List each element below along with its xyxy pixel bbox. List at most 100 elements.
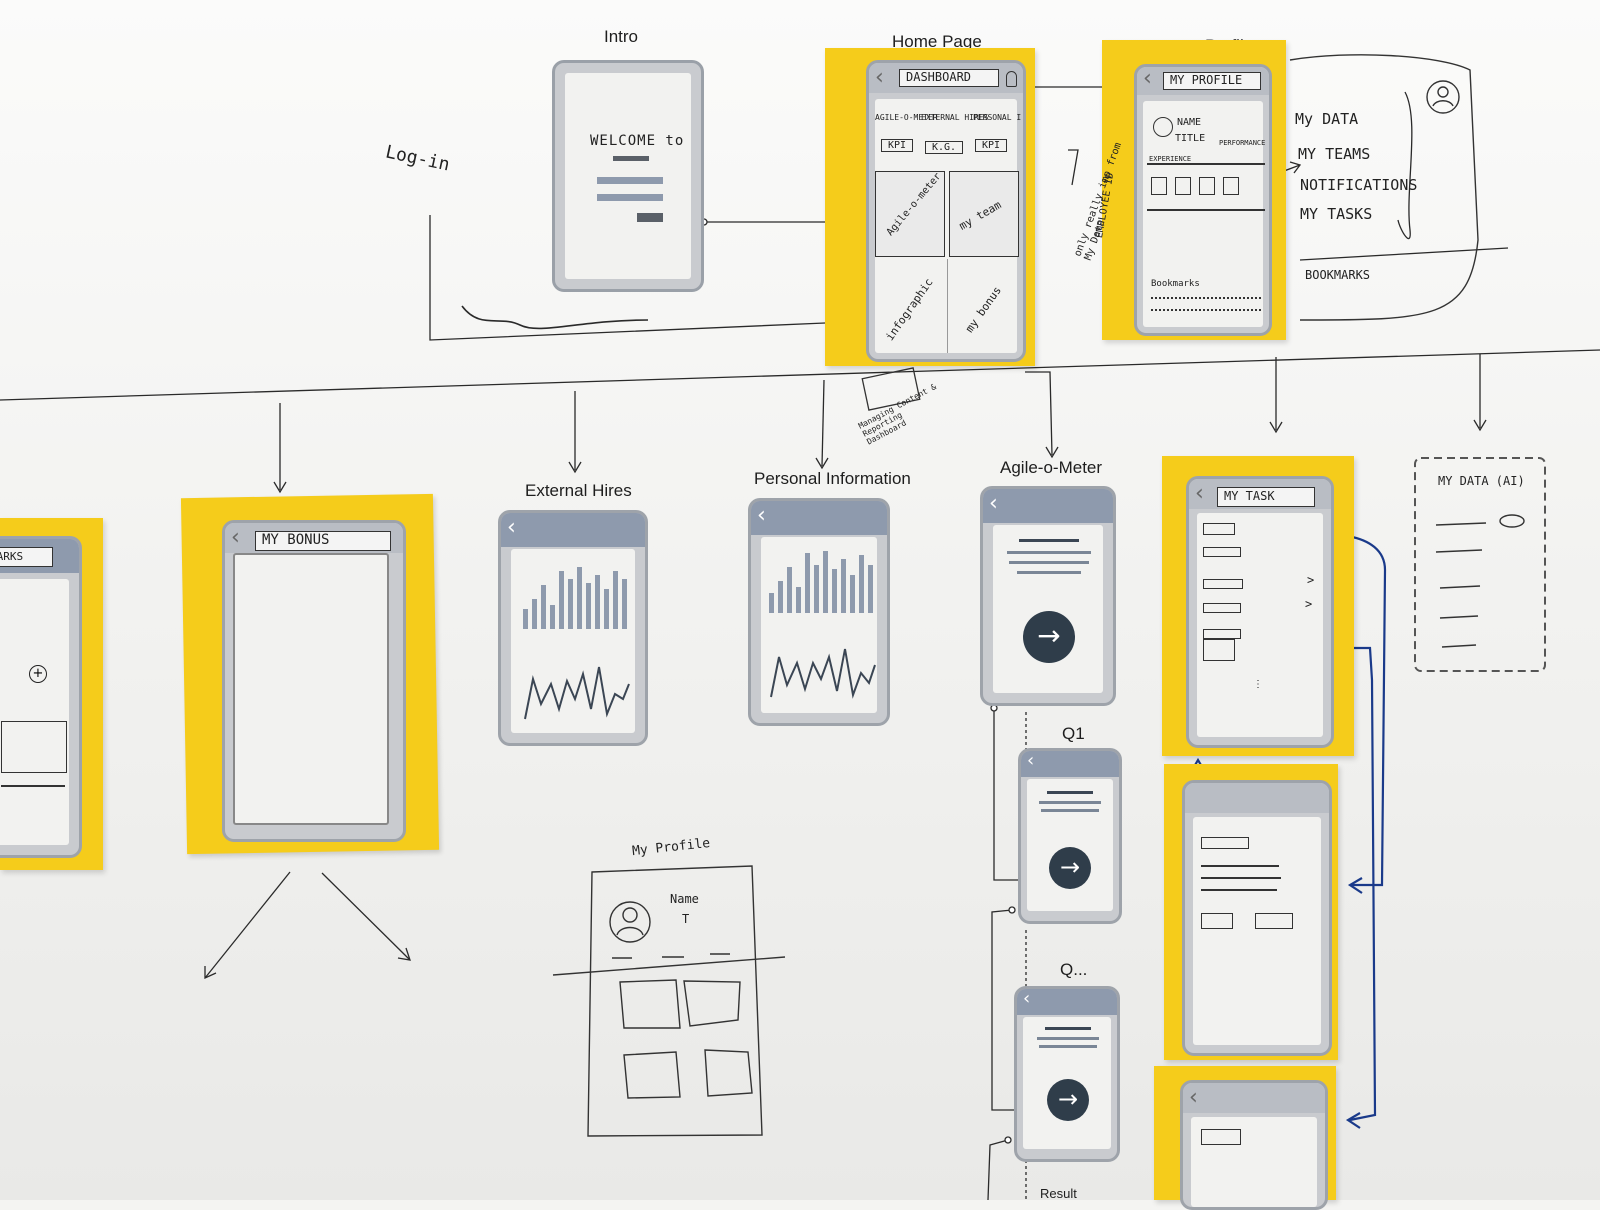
back-icon[interactable]: ‹: [1195, 481, 1204, 506]
agile-text-line: [1007, 551, 1091, 554]
detail-line: [1201, 877, 1281, 879]
detail-line: [1201, 837, 1249, 849]
q-more-screen[interactable]: ‹ →: [1014, 986, 1120, 1162]
partial-screen[interactable]: MARKS +: [0, 536, 82, 858]
profile-divider: [1147, 163, 1265, 165]
personal-information-screen[interactable]: ‹: [748, 498, 890, 726]
bottom-task-bar: [1183, 1083, 1325, 1113]
personal-information-body: [761, 537, 877, 713]
dashboard-screen[interactable]: ‹ DASHBOARD AGILE-O-METER EXTERNAL HIRES…: [866, 60, 1026, 362]
back-icon[interactable]: ‹: [1189, 1085, 1198, 1110]
my-profile-sketch-title: T: [682, 912, 690, 926]
profile-screen[interactable]: ‹ MY PROFILE NAME TITLE EXPERIENCE PERFO…: [1134, 64, 1272, 336]
task-row[interactable]: [1203, 639, 1235, 661]
external-hires-body: [511, 549, 635, 733]
back-icon[interactable]: ‹: [989, 491, 998, 516]
intro-screen-body: [565, 73, 691, 279]
card-my-team[interactable]: [949, 171, 1019, 257]
more-dots-icon: ⋮: [1253, 679, 1263, 690]
q1-screen[interactable]: ‹ →: [1018, 748, 1122, 924]
profile-name: NAME: [1177, 117, 1202, 128]
bar-chart-graphic: [769, 551, 876, 699]
q1-line: [1039, 801, 1101, 804]
bottom-task-body: [1191, 1117, 1317, 1207]
intro-field: [597, 194, 663, 201]
profile-box[interactable]: [1223, 177, 1239, 195]
agile-o-meter-screen[interactable]: ‹ →: [980, 486, 1116, 706]
task-row[interactable]: [1203, 603, 1241, 613]
back-icon[interactable]: ‹: [875, 65, 884, 90]
intro-login-button[interactable]: [637, 213, 663, 222]
my-task-screen[interactable]: ‹ MY TASK > > ⋮: [1186, 476, 1334, 748]
bottom-task-screen[interactable]: ‹: [1180, 1080, 1328, 1210]
list-note-notifications: NOTIFICATIONS: [1300, 176, 1418, 194]
agile-text-line: [1017, 571, 1081, 574]
card-agile[interactable]: [875, 171, 945, 257]
profile-box[interactable]: [1151, 177, 1167, 195]
chevron-right-icon[interactable]: >: [1305, 597, 1313, 611]
detail-box[interactable]: [1255, 913, 1293, 929]
my-bonus-screen[interactable]: ‹ MY BONUS: [222, 520, 406, 842]
next-arrow-button[interactable]: →: [1049, 847, 1091, 889]
bottom-box: [1201, 1129, 1241, 1145]
next-arrow-button[interactable]: →: [1047, 1079, 1089, 1121]
task-row[interactable]: [1203, 579, 1243, 589]
profile-header: MY PROFILE: [1163, 72, 1261, 90]
partial-grid-lines: [1, 785, 65, 787]
q-more-label: Q...: [1060, 960, 1088, 979]
detail-box[interactable]: [1201, 913, 1233, 929]
list-note-my-tasks: MY TASKS: [1300, 205, 1373, 223]
back-icon[interactable]: ‹: [1143, 66, 1152, 91]
task-row[interactable]: [1203, 547, 1241, 557]
add-icon[interactable]: +: [29, 665, 47, 683]
task-row[interactable]: [1203, 629, 1241, 639]
agile-bar: [983, 489, 1113, 523]
personal-information-bar: [751, 501, 887, 535]
tile-agile[interactable]: AGILE-O-METER: [875, 113, 938, 122]
personal-information-label: Personal Information: [754, 469, 911, 488]
home-page-label: Home Page: [892, 32, 982, 51]
task-detail-screen[interactable]: [1182, 780, 1332, 1056]
agile-o-meter-label: Agile-o-Meter: [1000, 458, 1103, 477]
task-detail-bar: [1185, 783, 1329, 813]
list-note-my-data: My DATA: [1295, 110, 1359, 128]
intro-line: [613, 156, 649, 161]
external-hires-screen[interactable]: ‹: [498, 510, 648, 746]
tile-external-hires[interactable]: EXTERNAL HIRES: [921, 113, 989, 122]
partial-grid: [1, 721, 67, 773]
q-more-bar: [1017, 989, 1117, 1015]
back-icon[interactable]: ‹: [231, 525, 240, 550]
back-icon[interactable]: ‹: [507, 515, 516, 540]
q1-label: Q1: [1062, 724, 1085, 743]
my-task-header: MY TASK: [1217, 487, 1315, 507]
my-bonus-header: MY BONUS: [255, 531, 391, 551]
intro-field: [597, 177, 663, 184]
bookmarks-scribble: [1151, 297, 1261, 311]
profile-box[interactable]: [1199, 177, 1215, 195]
partial-header: MARKS: [0, 547, 53, 567]
next-arrow-button[interactable]: →: [1023, 611, 1075, 663]
external-hires-label: External Hires: [525, 481, 632, 500]
detail-line: [1201, 865, 1279, 867]
welcome-text: WELCOME to: [590, 133, 685, 149]
bookmarks-note: BOOKMARKS: [1305, 268, 1371, 282]
back-icon[interactable]: ‹: [757, 503, 766, 528]
q1-body: [1027, 779, 1113, 911]
intro-screen[interactable]: WELCOME to: [552, 60, 704, 292]
back-icon[interactable]: ‹: [1023, 988, 1031, 1009]
dashboard-header: DASHBOARD: [899, 69, 999, 87]
profile-box[interactable]: [1175, 177, 1191, 195]
task-row[interactable]: [1203, 523, 1235, 535]
q1-line: [1041, 809, 1099, 812]
q1-bar: [1021, 751, 1119, 777]
user-icon[interactable]: [1006, 71, 1017, 87]
tile-personal-info[interactable]: PERSONAL INFO: [973, 113, 1021, 122]
my-task-body: [1197, 513, 1323, 737]
tile-kg: K.G.: [925, 141, 964, 154]
my-profile-sketch-name: Name: [670, 892, 699, 906]
back-icon[interactable]: ‹: [1027, 750, 1035, 771]
agile-text-line: [1019, 539, 1079, 542]
agile-text-line: [1009, 561, 1089, 564]
chevron-right-icon[interactable]: >: [1307, 573, 1315, 587]
